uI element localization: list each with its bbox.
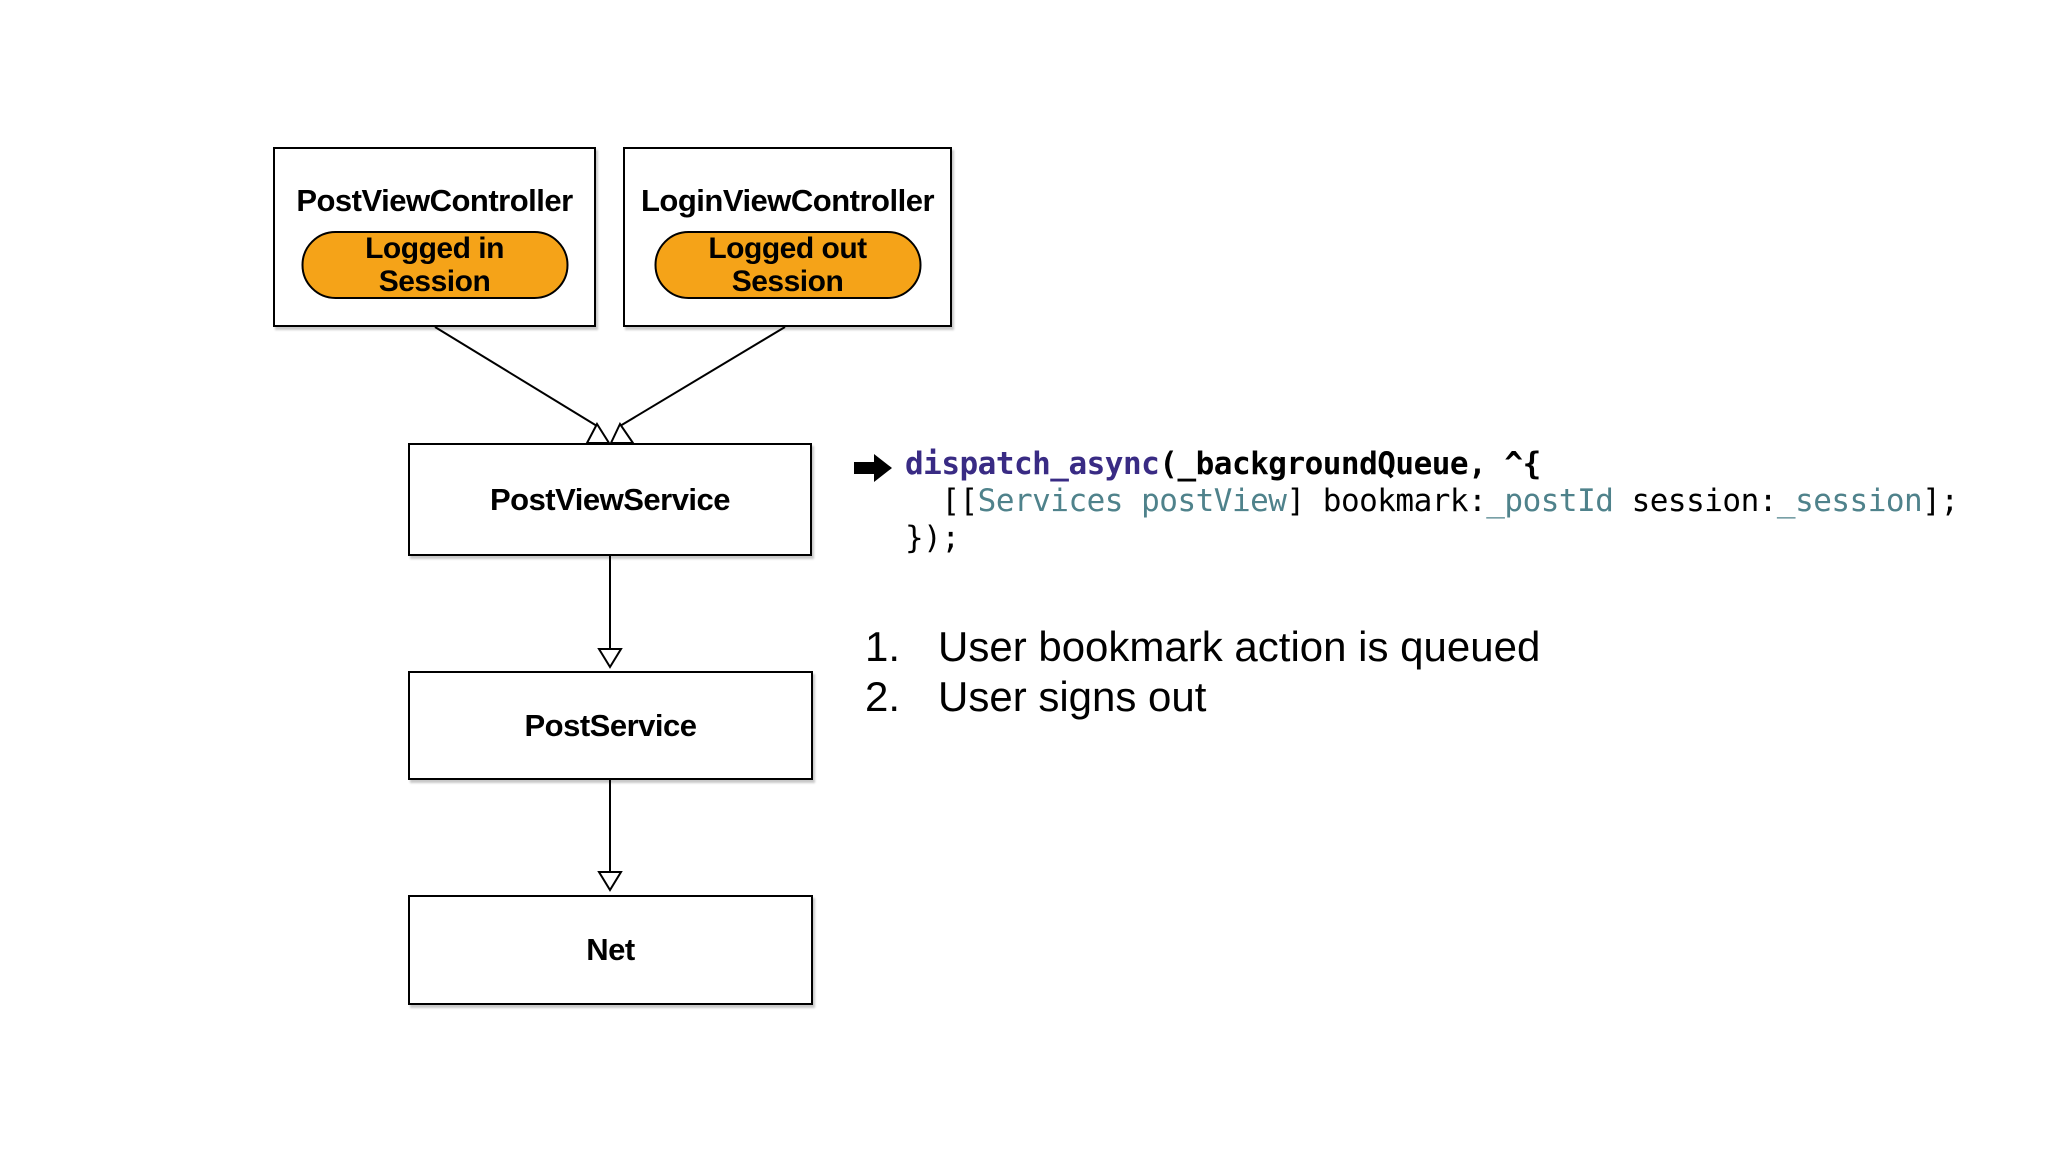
code-token-brackets: [[ — [905, 483, 978, 519]
node-postviewcontroller: PostViewController Logged in Session — [273, 147, 596, 327]
list-item: 1. User bookmark action is queued — [865, 622, 1540, 672]
open-arrowhead-icon — [597, 648, 623, 669]
node-net: Net — [408, 895, 813, 1005]
list-item-number: 2. — [865, 673, 901, 720]
node-title: PostViewController — [296, 183, 573, 218]
code-token-method: postView — [1141, 483, 1287, 519]
code-token-class: Services — [977, 483, 1124, 519]
open-arrowhead-icon — [597, 871, 623, 892]
code-token-ivar: _postId — [1486, 483, 1614, 519]
list-item-text: User signs out — [938, 673, 1207, 720]
node-postviewservice: PostViewService — [408, 443, 812, 556]
code-token-ivar: _session — [1776, 483, 1923, 519]
code-token-selector: bookmark: — [1322, 483, 1487, 519]
node-title: PostViewService — [489, 481, 731, 517]
list-item: 2. User signs out — [865, 672, 1540, 722]
list-item-number: 1. — [865, 623, 901, 670]
edge-postviewcontroller-postviewservice — [434, 326, 598, 427]
notes-list: 1. User bookmark action is queued 2. Use… — [865, 622, 1540, 722]
code-snippet: dispatch_async(_backgroundQueue, ^{ [[Se… — [905, 446, 1959, 557]
node-postservice: PostService — [408, 671, 813, 780]
code-token-args: (_backgroundQueue, ^{ — [1159, 446, 1541, 482]
node-title: PostService — [524, 707, 698, 743]
session-badge: Logged out Session — [654, 231, 921, 299]
node-title: Net — [586, 932, 635, 967]
node-loginviewcontroller: LoginViewController Logged out Session — [623, 147, 952, 327]
code-pointer-arrow-icon — [854, 454, 892, 482]
open-arrowhead-icon — [609, 421, 635, 444]
open-arrowhead-icon — [585, 422, 611, 444]
session-badge: Logged in Session — [301, 231, 568, 299]
code-token-end: ]; — [1922, 483, 1959, 519]
code-closing-line: }); — [905, 520, 960, 556]
list-item-text: User bookmark action is queued — [938, 623, 1541, 670]
code-token-bracket: ] — [1286, 483, 1323, 519]
code-token-selector: session: — [1631, 483, 1778, 519]
node-title: LoginViewController — [640, 183, 935, 218]
edge-loginviewcontroller-postviewservice — [619, 326, 786, 427]
code-token-function-name: dispatch_async — [905, 446, 1160, 482]
